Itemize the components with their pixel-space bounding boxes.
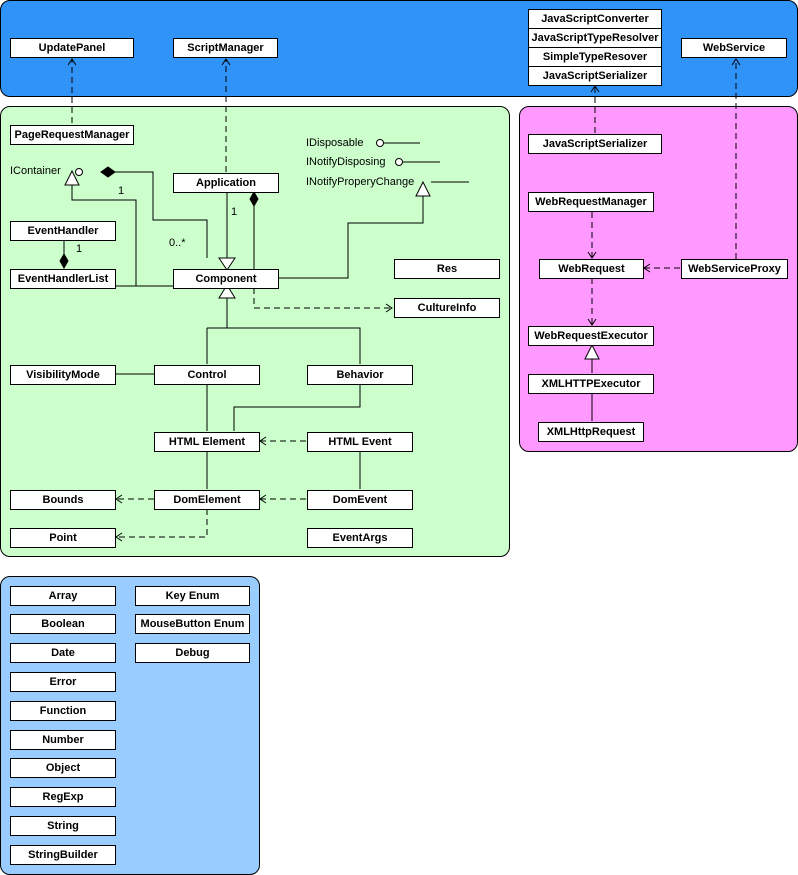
html-event-box: HTML Event — [307, 432, 413, 452]
dom-element-box: DomElement — [154, 490, 260, 510]
visibility-mode-box: VisibilityMode — [10, 365, 116, 385]
type-stringbuilder-box: StringBuilder — [10, 845, 116, 865]
event-handler-list-box: EventHandlerList — [10, 269, 116, 289]
multiplicity-1-icontainer: 1 — [118, 185, 125, 197]
javascript-type-resolver-box: JavaScriptTypeResolver — [528, 28, 662, 48]
res-box: Res — [394, 259, 500, 279]
behavior-box: Behavior — [307, 365, 413, 385]
type-object-box: Object — [10, 758, 116, 778]
inotify-property-change-label: INotifyProperyChange — [306, 176, 415, 188]
xmlhttp-request-box: XMLHttpRequest — [538, 422, 644, 442]
type-key-enum-box: Key Enum — [135, 586, 250, 606]
web-request-manager-box: WebRequestManager — [528, 192, 654, 212]
idisposable-label: IDisposable — [306, 137, 364, 149]
javascript-converter-box: JavaScriptConverter — [528, 9, 662, 29]
type-number-box: Number — [10, 730, 116, 750]
type-function-box: Function — [10, 701, 116, 721]
dom-event-box: DomEvent — [307, 490, 413, 510]
script-manager-box: ScriptManager — [173, 38, 278, 58]
javascript-serializer-server-box: JavaScriptSerializer — [528, 66, 662, 86]
web-request-executor-box: WebRequestExecutor — [528, 326, 654, 346]
html-element-box: HTML Element — [154, 432, 260, 452]
culture-info-box: CultureInfo — [394, 298, 500, 318]
icontainer-label: IContainer — [10, 165, 61, 177]
bounds-box: Bounds — [10, 490, 116, 510]
simple-type-resolver-box: SimpleTypeResover — [528, 47, 662, 67]
network-region — [519, 106, 798, 452]
type-array-box: Array — [10, 586, 116, 606]
event-handler-box: EventHandler — [10, 221, 116, 241]
point-box: Point — [10, 528, 116, 548]
type-date-box: Date — [10, 643, 116, 663]
multiplicity-1-application: 1 — [231, 206, 238, 218]
type-error-box: Error — [10, 672, 116, 692]
multiplicity-1-eventhandler: 1 — [76, 243, 83, 255]
multiplicity-0n: 0..* — [169, 237, 186, 249]
web-request-box: WebRequest — [539, 259, 644, 279]
type-debug-box: Debug — [135, 643, 250, 663]
type-regexp-box: RegExp — [10, 787, 116, 807]
application-box: Application — [173, 173, 279, 193]
control-box: Control — [154, 365, 260, 385]
component-box: Component — [173, 269, 279, 289]
update-panel-box: UpdatePanel — [10, 38, 134, 58]
web-service-box: WebService — [681, 38, 787, 58]
inotify-disposing-label: INotifyDisposing — [306, 156, 386, 168]
type-mousebutton-enum-box: MouseButton Enum — [135, 614, 250, 634]
type-boolean-box: Boolean — [10, 614, 116, 634]
page-request-manager-box: PageRequestManager — [10, 125, 134, 145]
type-string-box: String — [10, 816, 116, 836]
event-args-box: EventArgs — [307, 528, 413, 548]
javascript-serializer-box: JavaScriptSerializer — [528, 134, 662, 154]
web-service-proxy-box: WebServiceProxy — [681, 259, 788, 279]
xmlhttp-executor-box: XMLHTTPExecutor — [528, 374, 654, 394]
